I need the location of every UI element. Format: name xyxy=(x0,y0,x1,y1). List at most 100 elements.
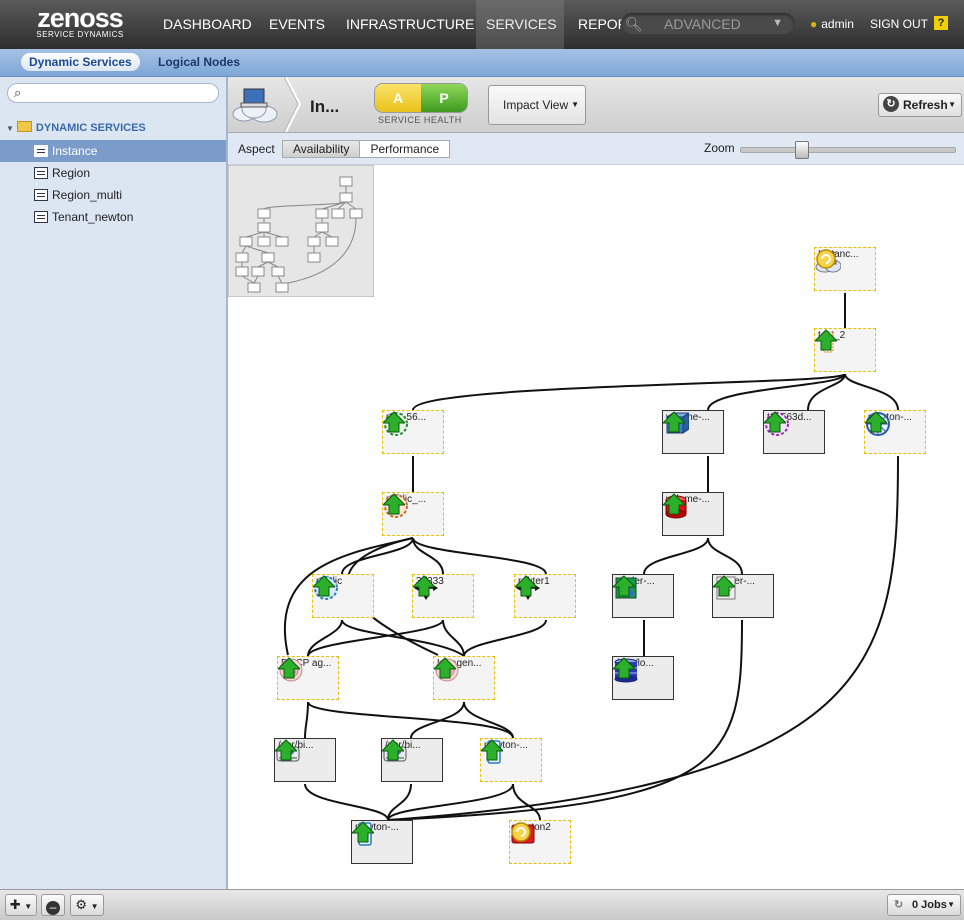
folder-icon xyxy=(16,121,32,132)
tree-item-label: Tenant_newton xyxy=(52,210,134,224)
graph-node-label: volume-... xyxy=(666,494,710,505)
tab-dynamic-services[interactable]: Dynamic Services xyxy=(21,53,140,71)
graph-node-label: DHCP ag... xyxy=(281,658,332,669)
unknown-icon xyxy=(816,249,836,269)
add-button[interactable]: ✚ ▼ xyxy=(5,894,37,916)
zoom-label: Zoom xyxy=(704,141,735,155)
graph-node[interactable]: test_2 xyxy=(814,328,876,372)
jobs-button[interactable]: ↻ 0 Jobs ▼ xyxy=(887,894,961,916)
graph-node-label: newton-... xyxy=(868,412,912,423)
advanced-search-dropdown[interactable]: 🔍︎ ADVANCED ▼ xyxy=(621,13,795,35)
up-arrow-icon xyxy=(382,739,404,761)
aspect-toolbar: Aspect Availability Performance Zoom xyxy=(228,133,964,165)
nav-services[interactable]: SERVICES xyxy=(476,0,564,49)
impact-graph-canvas[interactable]: Instanc... test_2 port-56...P volume-... tap… xyxy=(228,165,964,889)
breadcrumb-separator-icon xyxy=(284,77,302,132)
tree-root-label: DYNAMIC SERVICES xyxy=(35,122,146,134)
aspect-performance-button[interactable]: Performance xyxy=(370,142,440,156)
chevron-down-icon: ▼ xyxy=(772,17,783,29)
service-health-indicator[interactable]: A P xyxy=(374,83,468,113)
unknown-icon xyxy=(511,822,531,842)
refresh-icon: ↻ xyxy=(894,899,904,911)
sign-out-link[interactable]: SIGN OUT xyxy=(870,17,929,31)
remove-button[interactable]: – xyxy=(41,894,65,916)
up-arrow-icon xyxy=(352,821,374,843)
tree-item-tenant-newton[interactable]: Tenant_newton xyxy=(0,206,226,228)
chevron-down-icon: ▼ xyxy=(24,902,33,911)
footer-toolbar: ✚ ▼ – ⚙ ▼ ↻ 0 Jobs ▼ xyxy=(0,889,964,920)
up-arrow-icon xyxy=(613,575,635,597)
graph-node[interactable]: newton-... xyxy=(864,410,926,454)
user-icon: ● xyxy=(810,17,818,31)
graph-node[interactable]: volume-... xyxy=(662,410,724,454)
performance-health-badge[interactable]: P xyxy=(421,84,467,112)
nav-events[interactable]: EVENTS xyxy=(269,16,326,32)
graph-node[interactable]: newton-... xyxy=(351,820,413,864)
chevron-down-icon: ▼ xyxy=(571,100,579,109)
graph-node[interactable]: router1 xyxy=(514,574,576,618)
graph-node-label: newton-... xyxy=(484,740,528,751)
tree-item-region[interactable]: Region xyxy=(0,162,226,184)
nav-infrastructure[interactable]: INFRASTRUCTURE xyxy=(346,16,475,32)
tree-item-label: Region_multi xyxy=(52,188,123,202)
graph-node[interactable]: DHCP ag... xyxy=(277,656,339,700)
settings-button[interactable]: ⚙ ▼ xyxy=(70,894,104,916)
graph-node[interactable]: Instanc... xyxy=(814,247,876,291)
aspect-toggle-group: Availability Performance xyxy=(282,140,451,158)
graph-node[interactable]: port-56...P xyxy=(382,410,444,454)
graph-node[interactable]: 33333 xyxy=(412,574,474,618)
up-arrow-icon xyxy=(481,739,503,761)
logo-subtitle: SERVICE DYNAMICS xyxy=(36,30,124,39)
graph-node[interactable]: tap563d...V xyxy=(763,410,825,454)
graph-node[interactable]: publicN xyxy=(312,574,374,618)
availability-health-badge[interactable]: A xyxy=(375,84,421,112)
sidebar-search-input[interactable]: ⌕ xyxy=(7,83,219,103)
refresh-button[interactable]: ↻ Refresh ▼ xyxy=(878,93,962,117)
service-icon xyxy=(34,145,48,157)
graph-node[interactable]: newton-... xyxy=(480,738,542,782)
up-arrow-icon xyxy=(275,739,297,761)
tree-root-dynamic-services[interactable]: ▼ DYNAMIC SERVICES xyxy=(6,121,146,134)
nav-reports[interactable]: REPORTS xyxy=(578,16,628,32)
graph-node[interactable]: volume-... xyxy=(662,492,724,536)
graph-node[interactable]: /usr/bi... xyxy=(274,738,336,782)
service-icon xyxy=(34,189,48,201)
tab-logical-nodes[interactable]: Logical Nodes xyxy=(158,55,241,69)
aspect-availability-button[interactable]: Availability xyxy=(283,141,361,157)
chevron-down-icon: ▼ xyxy=(947,900,955,909)
graph-node-label: L3 agen... xyxy=(437,658,482,669)
up-arrow-icon xyxy=(663,493,685,515)
graph-node-label: /usr/bi... xyxy=(278,740,314,751)
gear-icon: ⚙ xyxy=(75,897,88,912)
logo-text: zenoss xyxy=(37,3,124,33)
refresh-label: Refresh xyxy=(903,98,948,112)
up-arrow-icon xyxy=(764,411,786,433)
tree-item-region-multi[interactable]: Region_multi xyxy=(0,184,226,206)
expand-arrow-icon[interactable]: ▼ xyxy=(6,124,14,133)
graph-node-label: /usr/bi... xyxy=(385,740,421,751)
graph-minimap[interactable] xyxy=(228,165,374,297)
tree-item-label: Region xyxy=(52,166,91,180)
graph-node[interactable]: public_...S xyxy=(382,492,444,536)
zoom-slider-track[interactable] xyxy=(740,147,956,153)
username: admin xyxy=(821,17,854,31)
view-select-dropdown[interactable]: Impact View ▼ xyxy=(488,85,586,125)
advanced-search-label: ADVANCED xyxy=(664,16,741,32)
help-icon[interactable]: ? xyxy=(934,16,948,30)
chevron-down-icon[interactable]: ▼ xyxy=(948,100,956,109)
up-arrow-icon xyxy=(383,411,405,433)
graph-node[interactable]: /usr/bi... xyxy=(381,738,443,782)
up-arrow-icon xyxy=(515,575,537,597)
service-header: In... A P SERVICE HEALTH Impact View ▼ ↻… xyxy=(228,77,964,133)
graph-node[interactable]: cinder-... xyxy=(612,574,674,618)
nav-dashboard[interactable]: DASHBOARD xyxy=(163,16,252,32)
tree-item-instance[interactable]: Instance xyxy=(0,140,226,162)
user-menu[interactable]: ●admin xyxy=(810,17,854,31)
graph-node[interactable]: L3 agen... xyxy=(433,656,495,700)
graph-node[interactable]: newton2 xyxy=(509,820,571,864)
graph-node[interactable]: /dev/lo... xyxy=(612,656,674,700)
graph-node[interactable]: cinder-... xyxy=(712,574,774,618)
search-icon: 🔍︎ xyxy=(625,16,643,32)
zenoss-logo[interactable]: zenoss SERVICE DYNAMICS xyxy=(10,4,150,44)
zoom-slider-thumb[interactable] xyxy=(795,141,809,159)
